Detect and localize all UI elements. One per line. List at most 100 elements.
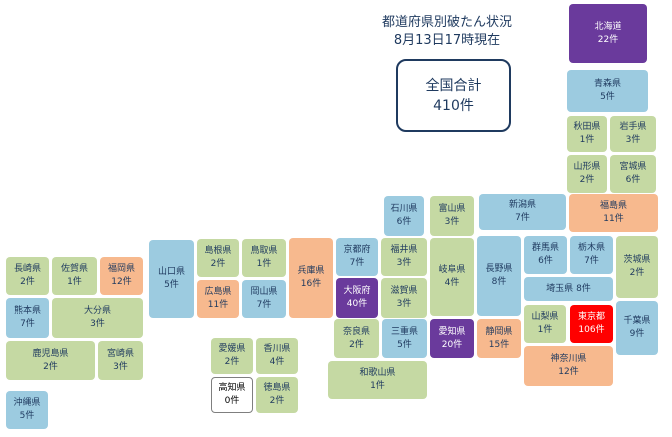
pref-hyogo: 兵庫県 16件 <box>289 238 333 318</box>
pref-name: 三重県 <box>390 326 418 337</box>
pref-name: 岐阜県 <box>438 265 466 275</box>
pref-name: 静岡県 <box>485 326 513 337</box>
pref-name: 長野県 <box>485 264 513 274</box>
pref-name: 福井県 <box>390 245 418 255</box>
pref-name: 広島県 <box>204 287 232 297</box>
pref-yamaguchi: 山口県 5件 <box>149 240 194 318</box>
pref-name: 宮崎県 <box>106 348 134 359</box>
pref-okayama: 岡山県 7件 <box>242 280 286 318</box>
pref-count: 5件 <box>164 280 179 290</box>
pref-count: 8件 <box>491 277 507 287</box>
pref-name: 東京都 <box>577 312 605 322</box>
pref-count: 1件 <box>537 325 553 335</box>
pref-count: 3件 <box>90 319 105 329</box>
pref-shimane: 島根県 2件 <box>197 239 239 277</box>
pref-name: 群馬県 <box>531 243 559 253</box>
pref-count: 3件 <box>113 361 128 372</box>
pref-tochigi: 栃木県 7件 <box>570 236 613 274</box>
pref-count: 5件 <box>397 339 412 350</box>
pref-count: 106件 <box>578 325 605 335</box>
pref-tokyo: 東京都 106件 <box>570 305 613 343</box>
pref-name: 栃木県 <box>577 243 605 253</box>
pref-count: 7件 <box>256 300 272 310</box>
pref-oita: 大分県 3件 <box>52 298 143 338</box>
pref-name: 宮城県 <box>619 162 647 172</box>
map-title: 都道府県別破たん状況 8月13日17時現在 <box>357 14 537 50</box>
total-label: 全国合計 <box>425 77 482 94</box>
pref-count: 22件 <box>597 34 619 45</box>
pref-name: 徳島県 <box>263 383 291 393</box>
pref-name: 滋賀県 <box>390 286 418 296</box>
pref-count: 2件 <box>224 357 240 367</box>
pref-count: 7件 <box>515 213 530 223</box>
pref-name: 和歌山県 <box>359 368 396 378</box>
pref-name: 兵庫県 <box>297 266 325 276</box>
pref-kyoto: 京都府 7件 <box>336 238 378 276</box>
pref-count: 1件 <box>67 277 82 287</box>
pref-name: 鳥取県 <box>250 246 278 256</box>
pref-count: 7件 <box>584 256 599 266</box>
pref-count: 9件 <box>629 329 645 339</box>
pref-count: 4件 <box>444 278 460 288</box>
pref-count: 3件 <box>396 299 412 309</box>
pref-count: 2件 <box>629 268 645 278</box>
pref-count: 1件 <box>370 381 385 391</box>
pref-count: 6件 <box>625 175 641 185</box>
pref-count: 3件 <box>625 135 641 145</box>
pref-count: 16件 <box>300 279 322 289</box>
pref-name: 北海道 <box>594 21 622 32</box>
pref-count: 6件 <box>396 217 412 227</box>
pref-name: 大分県 <box>83 306 111 316</box>
pref-name: 鹿児島県 <box>32 348 69 359</box>
pref-name: 島根県 <box>204 246 232 256</box>
pref-name: 京都府 <box>343 245 371 255</box>
pref-count: 7件 <box>349 258 365 268</box>
pref-name: 山口県 <box>157 267 185 277</box>
pref-name: 岡山県 <box>250 287 278 297</box>
pref-name: 新潟県 <box>508 200 536 210</box>
pref-count: 2件 <box>349 339 364 350</box>
pref-name: 福島県 <box>599 201 627 211</box>
pref-name: 沖縄県 <box>13 398 41 408</box>
pref-count: 40件 <box>346 299 368 309</box>
pref-ibaraki: 茨城県 2件 <box>616 236 658 298</box>
title-line-1: 都道府県別破たん状況 <box>381 15 512 30</box>
pref-name: 愛知県 <box>438 326 466 337</box>
pref-hiroshima: 広島県 11件 <box>197 280 239 318</box>
title-line-2: 8月13日17時現在 <box>393 33 501 48</box>
pref-nagano: 長野県 8件 <box>477 236 521 316</box>
pref-count: 2件 <box>20 277 35 287</box>
pref-count: 2件 <box>579 175 595 185</box>
pref-name: 奈良県 <box>342 326 370 337</box>
pref-name: 山梨県 <box>531 312 559 322</box>
pref-niigata: 新潟県 7件 <box>479 194 566 230</box>
pref-count: 11件 <box>207 300 229 310</box>
pref-count: 8件 <box>576 283 591 294</box>
pref-shiga: 滋賀県 3件 <box>381 278 427 318</box>
pref-name: 熊本県 <box>13 306 41 316</box>
pref-count: 2件 <box>210 259 226 269</box>
pref-name: 茨城県 <box>623 255 651 265</box>
pref-count: 2件 <box>269 396 285 406</box>
pref-name: 青森県 <box>593 79 621 89</box>
total-value: 410件 <box>433 97 474 114</box>
